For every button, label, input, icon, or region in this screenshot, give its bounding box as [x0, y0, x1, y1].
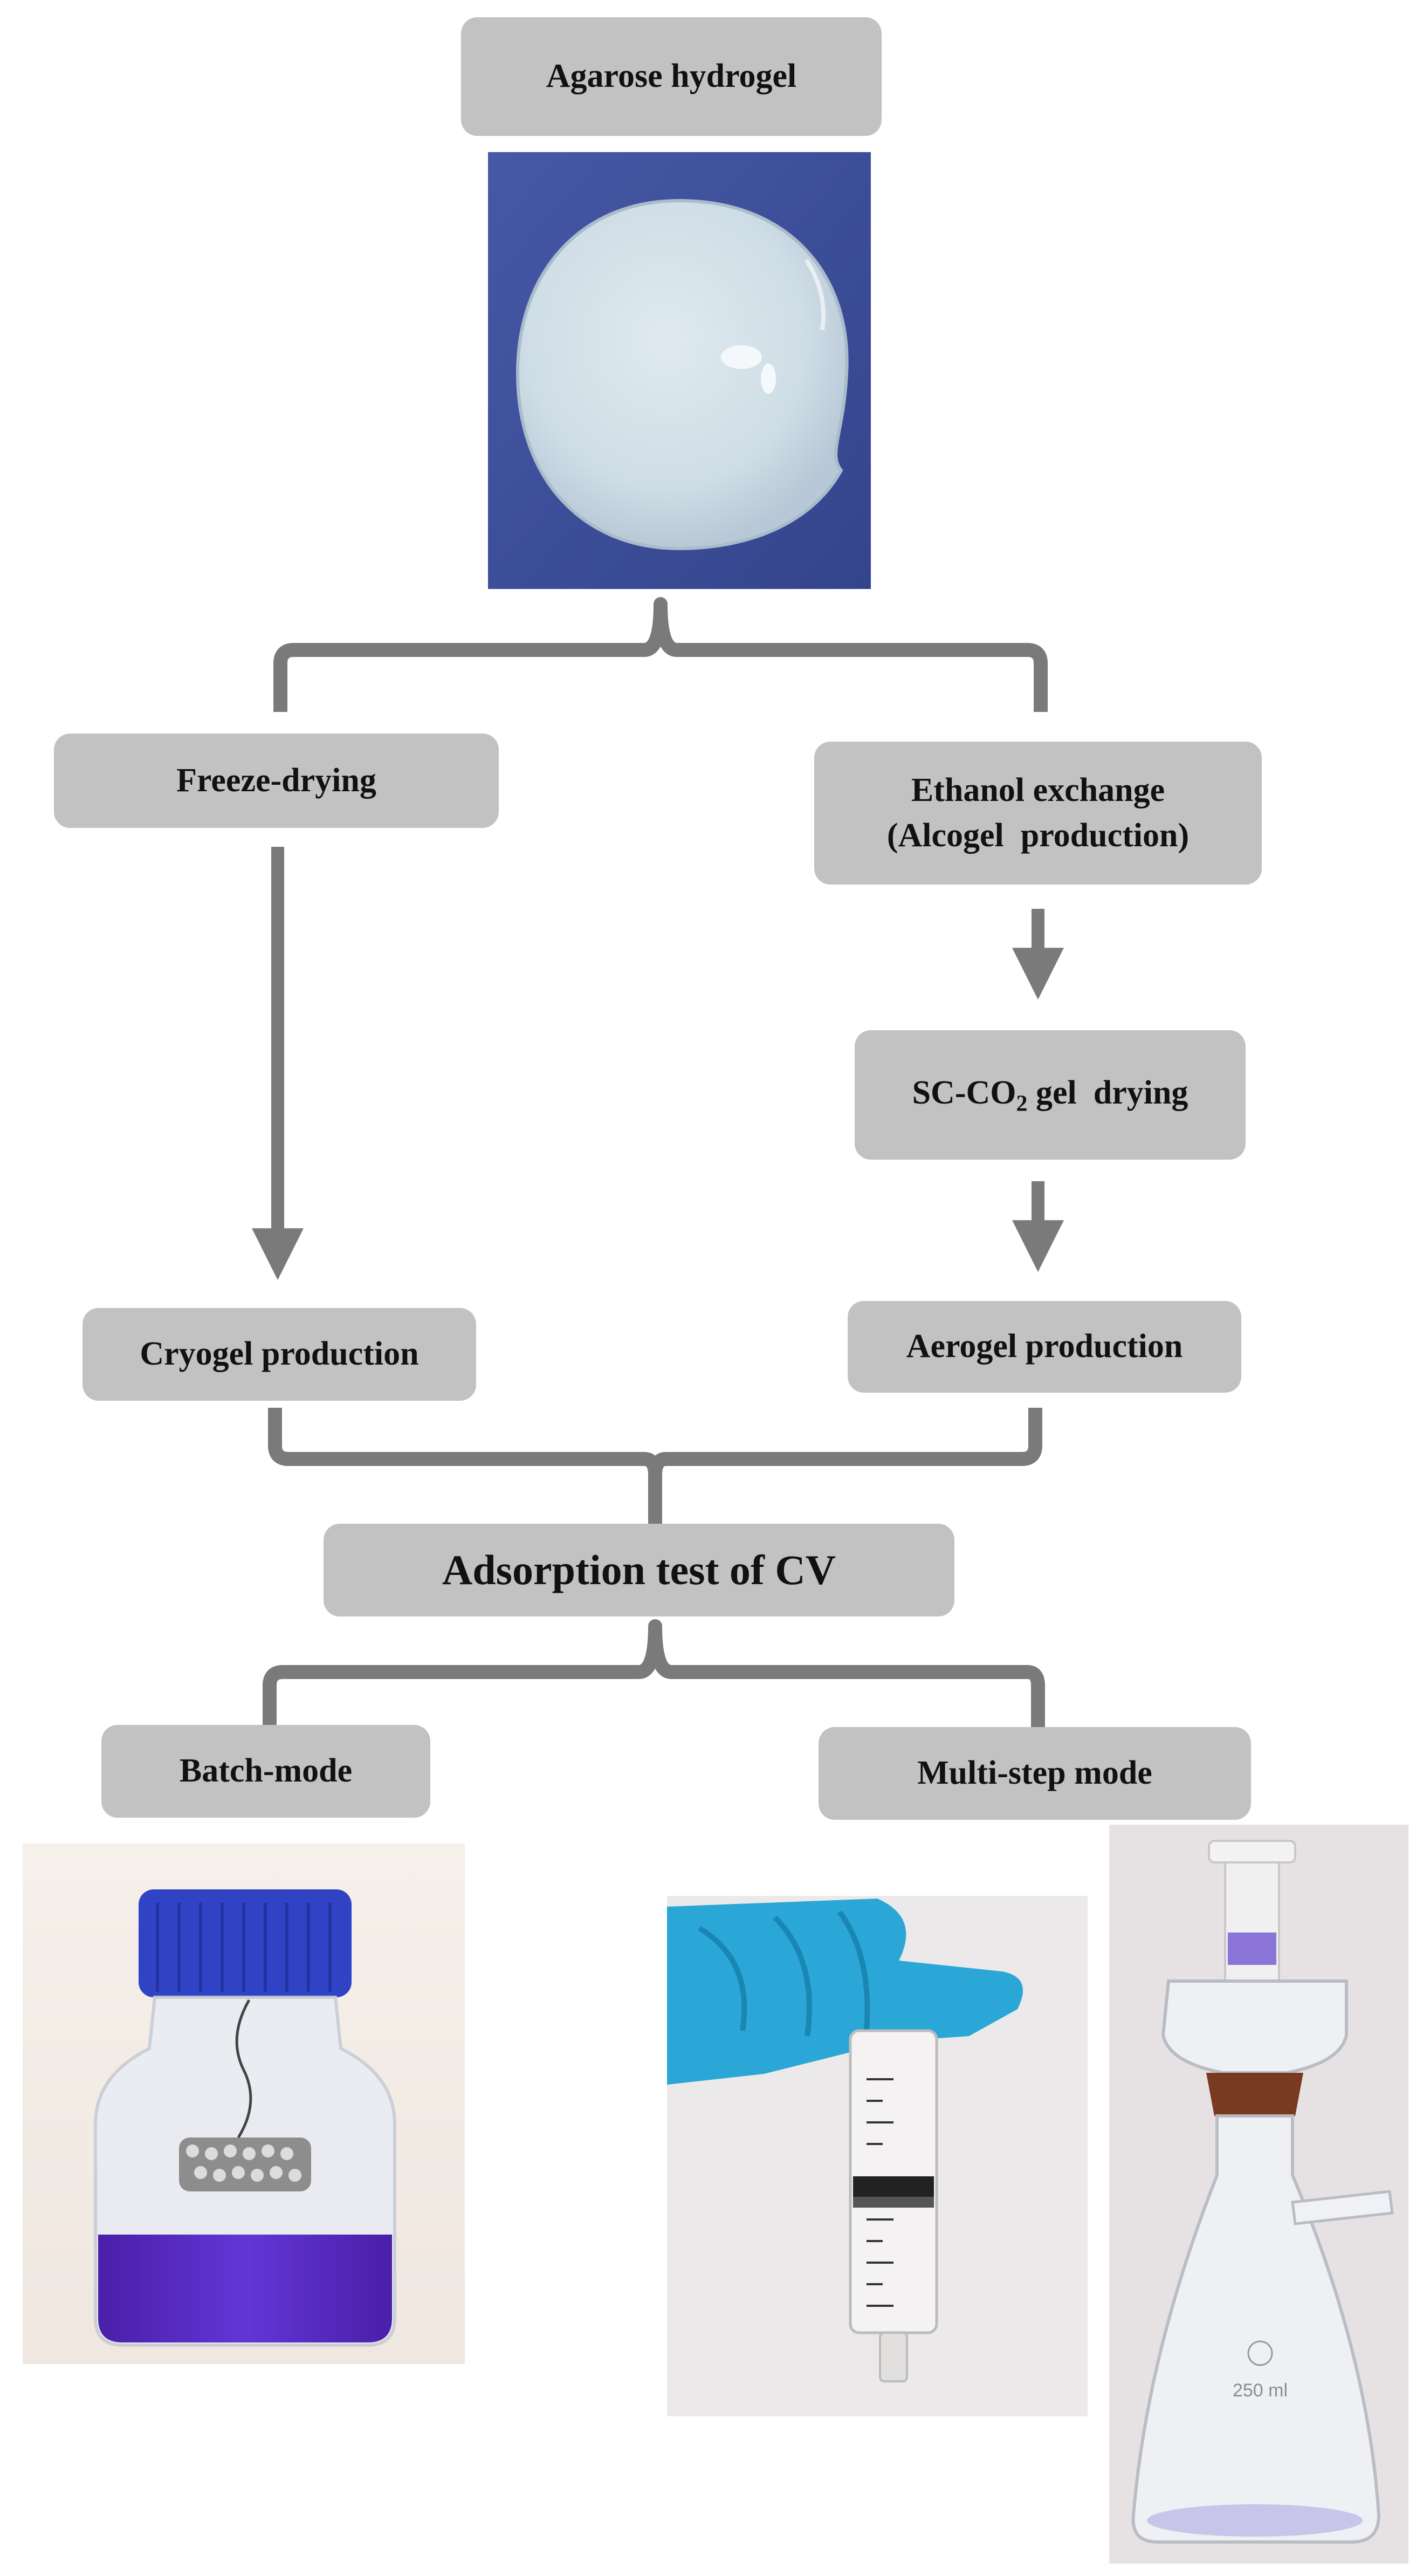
flask-volume-label: 250 ml	[1233, 2380, 1288, 2401]
node-adsorption-test-label: Adsorption test of CV	[442, 1546, 836, 1594]
agarose-hydrogel-disc-photo	[488, 152, 871, 589]
node-aerogel-production: Aerogel production	[848, 1301, 1241, 1393]
node-aerogel-production-label: Aerogel production	[906, 1328, 1183, 1365]
filter-flask-photo: 250 ml	[1109, 1825, 1408, 2564]
node-agarose-hydrogel: Agarose hydrogel	[461, 17, 882, 136]
node-adsorption-test: Adsorption test of CV	[324, 1524, 954, 1616]
node-scco2-gel-drying-label: SC-CO2 gel drying	[912, 1074, 1188, 1116]
node-ethanol-exchange: Ethanol exchange (Alcogel production)	[814, 742, 1262, 885]
glass-bottle-with-violet-solution-photo	[23, 1844, 465, 2364]
node-ethanol-exchange-line1: Ethanol exchange	[911, 771, 1165, 809]
node-batch-mode: Batch-mode	[101, 1725, 430, 1818]
node-ethanol-exchange-line2: (Alcogel production)	[886, 817, 1190, 854]
node-scco2-gel-drying: SC-CO2 gel drying	[855, 1030, 1246, 1160]
split-bracket-bottom	[263, 1619, 1045, 1731]
node-batch-mode-label: Batch-mode	[179, 1752, 353, 1790]
merge-bracket-middle	[268, 1408, 1042, 1529]
node-multi-step-mode-label: Multi-step mode	[917, 1755, 1152, 1792]
split-bracket-top	[273, 597, 1048, 712]
node-cryogel-production-label: Cryogel production	[140, 1335, 419, 1373]
node-agarose-hydrogel-label: Agarose hydrogel	[546, 58, 797, 95]
syringe-in-gloved-hand-photo	[667, 1896, 1088, 2416]
node-cryogel-production: Cryogel production	[83, 1308, 476, 1401]
node-freeze-drying-label: Freeze-drying	[176, 762, 376, 799]
node-multi-step-mode: Multi-step mode	[819, 1727, 1251, 1820]
node-freeze-drying: Freeze-drying	[54, 734, 499, 828]
